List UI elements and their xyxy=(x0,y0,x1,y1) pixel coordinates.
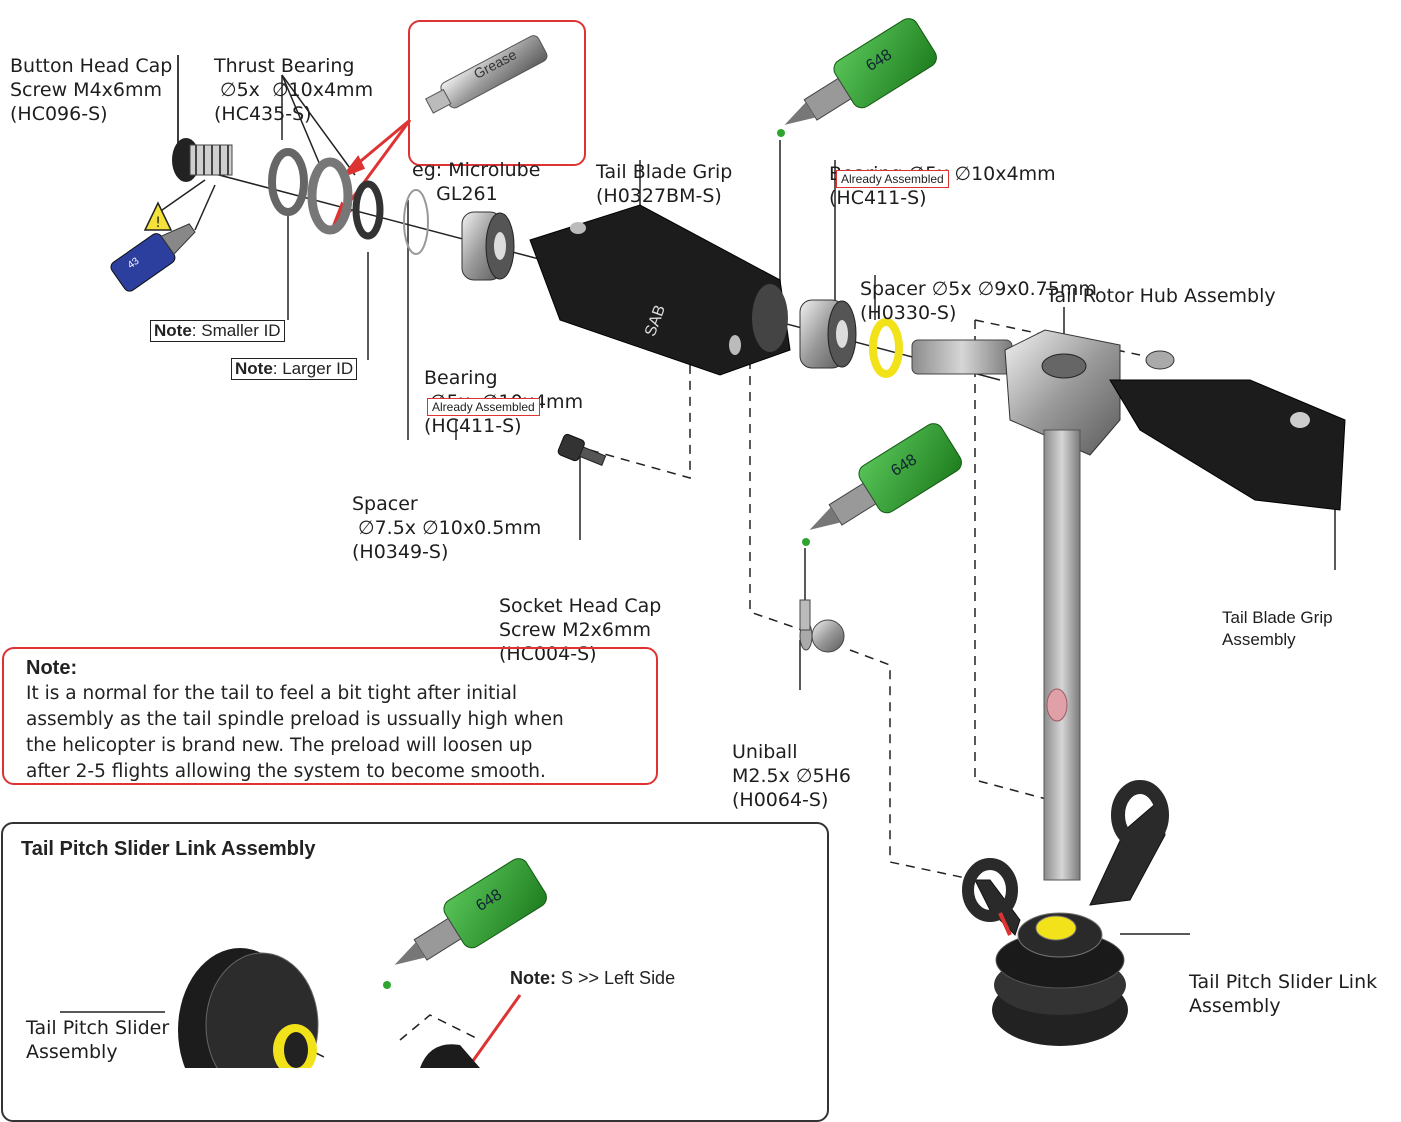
threadlock-bottle-blue xyxy=(110,223,196,292)
note-smaller-id: Note: Smaller ID xyxy=(150,320,285,342)
bearing-left xyxy=(461,211,515,281)
bearing-right xyxy=(799,299,857,369)
already-assembled-tag-left: Already Assembled xyxy=(427,398,540,416)
tail-preload-note-panel: Note: It is a normal for the tail to fee… xyxy=(2,647,658,785)
tail-pitch-slider-link-part xyxy=(962,780,1169,1046)
spacer-right-label: Spacer ∅5x ∅9x0.75mm(H0330-S) xyxy=(860,278,1097,324)
tail-pitch-slider-part xyxy=(178,948,480,1068)
tail-rotor-hub-label: Tail Rotor Hub Assembly xyxy=(1046,285,1276,307)
note-panel-body: It is a normal for the tail to feel a bi… xyxy=(26,683,564,782)
warning-triangle-icon xyxy=(143,201,173,231)
link-panel-title: Tail Pitch Slider Link Assembly xyxy=(21,838,316,860)
note-panel-title: Note: xyxy=(26,657,78,679)
tail-blade-grip-part xyxy=(529,204,791,376)
socket-head-screw xyxy=(557,433,607,466)
tail-blade-grip-label: Tail Blade Grip(H0327BM-S) xyxy=(596,161,733,207)
button-head-screw xyxy=(172,138,233,182)
exploded-assembly-art: ! xyxy=(60,18,1346,1068)
uniball-part xyxy=(799,599,845,653)
tail-rotor-hub-part xyxy=(911,329,1346,511)
grease-callout-label: eg: Microlube GL261 xyxy=(412,159,541,205)
note-larger-id: Note: Larger ID xyxy=(231,358,358,380)
svg-text:!: ! xyxy=(155,215,161,231)
threadlock-bottle-green-1 xyxy=(784,18,937,125)
threadlock-bottle-green-3 xyxy=(394,858,547,965)
threadlock-bottle-green-2 xyxy=(809,423,962,530)
grease-tube xyxy=(425,35,548,114)
thrust-bearing-rings xyxy=(268,148,429,255)
bearing-left-label: Bearing ∅5x ∅10x4mm(HC411-S) xyxy=(424,367,583,437)
note-left-side: Note: S >> Left Side xyxy=(510,968,676,988)
spacer-yellow xyxy=(869,318,903,378)
slider-shaft xyxy=(1043,429,1081,881)
grease-callout-box xyxy=(408,20,586,166)
spacer-left-label: Spacer ∅7.5x ∅10x0.5mm(H0349-S) xyxy=(352,493,542,563)
thrust-bearing-label: Thrust Bearing ∅5x ∅10x4mm(HC435-S) xyxy=(214,55,374,125)
already-assembled-tag-right: Already Assembled xyxy=(836,170,949,188)
